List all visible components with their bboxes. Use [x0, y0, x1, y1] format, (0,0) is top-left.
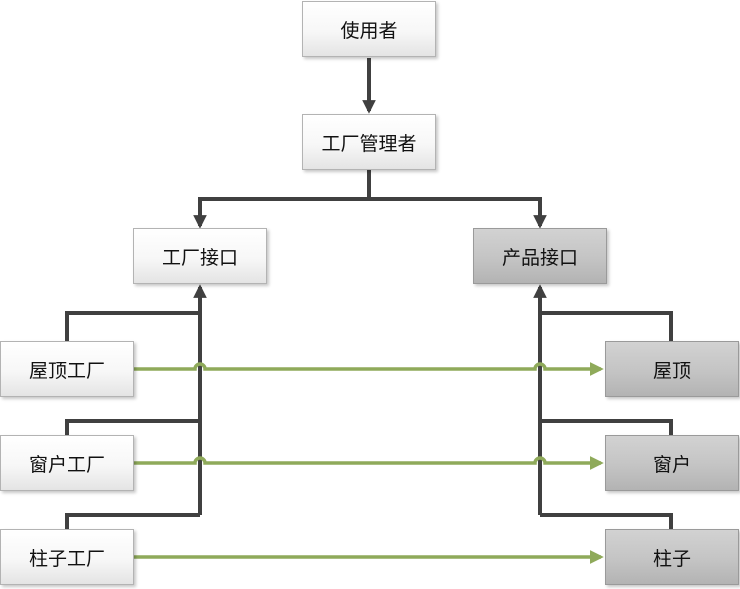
- arrow-window-factory-to-window: [134, 456, 604, 470]
- inherit-pillar-factory: [65, 513, 200, 529]
- arrow-manager-to-factory-interface: [193, 169, 371, 229]
- node-product-interface: 产品接口: [473, 228, 607, 284]
- node-roof-factory: 屋顶工厂: [0, 341, 134, 397]
- arrow-roof-factory-to-roof: [134, 362, 604, 376]
- structure-lines: [65, 58, 673, 529]
- node-factory-interface: 工厂接口: [133, 228, 267, 284]
- node-pillar-factory: 柱子工厂: [0, 529, 134, 585]
- node-window: 窗户: [605, 435, 739, 491]
- inherit-window: [540, 419, 673, 435]
- produce-lines: [134, 362, 604, 564]
- node-factory-manager: 工厂管理者: [302, 114, 436, 170]
- node-window-factory: 窗户工厂: [0, 435, 134, 491]
- inherit-roof-factory: [65, 311, 200, 341]
- node-user: 使用者: [302, 1, 436, 57]
- arrow-manager-to-product-interface: [369, 197, 547, 229]
- inherit-pillar: [540, 513, 673, 529]
- inherit-roof: [540, 311, 673, 341]
- node-roof: 屋顶: [605, 341, 739, 397]
- node-pillar: 柱子: [605, 529, 739, 585]
- inherit-window-factory: [65, 419, 200, 435]
